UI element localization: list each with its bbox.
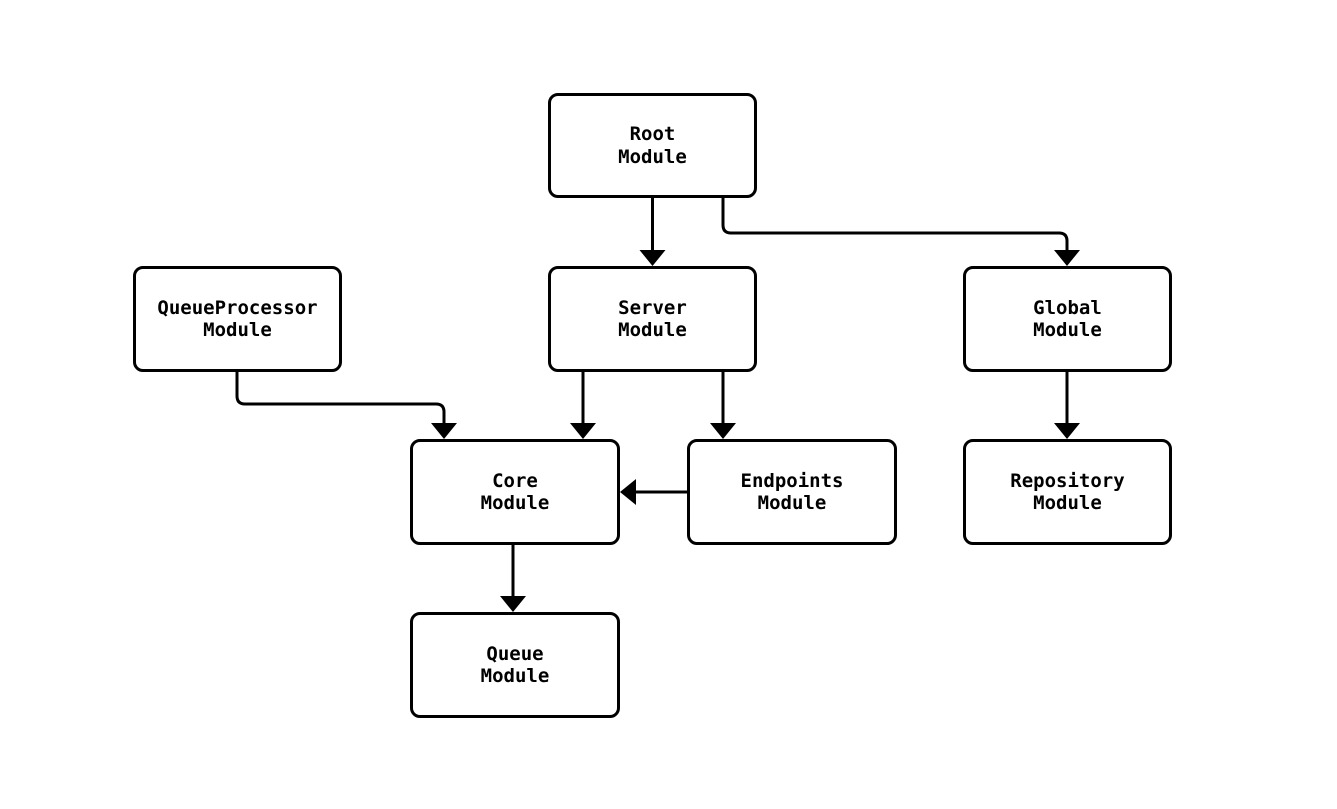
edge-server-to-endpoints [710, 372, 736, 439]
node-label: Root Module [618, 123, 687, 168]
node-global-module: Global Module [963, 266, 1172, 372]
arrowhead-down-icon [639, 250, 666, 266]
node-label: Repository Module [1010, 469, 1125, 514]
edge-endpoints-to-core [620, 479, 687, 505]
arrowhead-down-icon [710, 423, 736, 439]
node-label: Core Module [480, 469, 550, 514]
arrowhead-down-icon [1054, 423, 1080, 439]
arrowhead-down-icon [570, 423, 596, 439]
node-label: Endpoints Module [740, 469, 844, 514]
node-label: QueueProcessor Module [157, 296, 318, 341]
arrowhead-down-icon [500, 596, 526, 612]
arrowhead-down-icon [1054, 250, 1080, 266]
node-label: Server Module [618, 296, 687, 341]
node-endpoints-module: Endpoints Module [687, 439, 897, 545]
node-queueprocessor-module: QueueProcessor Module [133, 266, 342, 372]
edge-root-to-server [639, 198, 666, 266]
edge-queueprocessor-to-core [235, 372, 457, 439]
arrowhead-left-icon [620, 479, 636, 505]
node-label: Queue Module [480, 642, 550, 687]
node-label: Global Module [1033, 296, 1102, 341]
node-repository-module: Repository Module [963, 439, 1172, 545]
edge-core-to-queue [500, 545, 526, 612]
node-core-module: Core Module [410, 439, 620, 545]
node-queue-module: Queue Module [410, 612, 620, 718]
edge-server-to-core [570, 372, 596, 439]
node-root-module: Root Module [548, 93, 757, 198]
edge-root-to-global [721, 198, 1080, 266]
node-server-module: Server Module [548, 266, 757, 372]
edge-global-to-repository [1054, 372, 1080, 439]
arrowhead-down-icon [431, 423, 457, 439]
